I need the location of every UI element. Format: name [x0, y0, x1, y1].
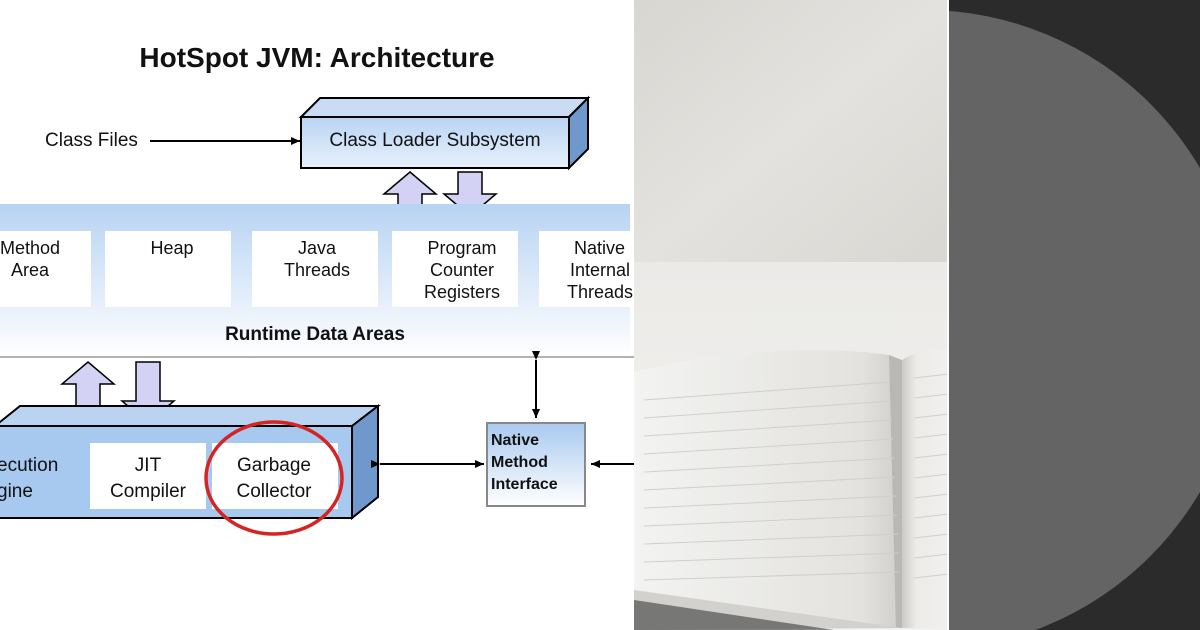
native-method-interface-label: Native Method Interface	[491, 432, 558, 493]
native-method-interface-box	[486, 422, 586, 507]
dark-decorative-panel	[949, 0, 1200, 630]
program-counter-label: Program Counter Registers	[423, 238, 501, 302]
execution-engine-label: ecution gine	[0, 455, 59, 502]
native-threads-label: Native Internal Threads	[567, 238, 634, 302]
class-loader-label: Class Loader Subsystem	[329, 130, 541, 151]
native-threads-cell	[539, 231, 634, 307]
java-threads-label: Java Threads	[283, 238, 351, 280]
class-files-label: Class Files	[45, 130, 138, 151]
execution-engine-box	[0, 403, 381, 521]
class-loader-box	[298, 95, 591, 171]
gc-highlight-circle	[204, 420, 344, 536]
open-book-illustration	[634, 0, 949, 630]
open-book-photo	[634, 0, 949, 630]
program-counter-cell	[392, 231, 518, 307]
diagram-shapes	[0, 95, 634, 536]
method-area-label: Method Area	[0, 238, 61, 280]
diagram-title: HotSpot JVM: Architecture	[139, 42, 495, 73]
method-area-cell	[0, 231, 91, 307]
runtime-data-areas-label: Runtime Data Areas	[225, 324, 405, 345]
jit-compiler-label: JIT Compiler	[109, 455, 187, 502]
decorative-circle-shape	[949, 11, 1200, 630]
jvm-architecture-diagram: HotSpot JVM: Architecture Class Files Cl…	[0, 42, 634, 536]
heap-label: Heap	[150, 238, 194, 258]
garbage-collector-label: Garbage Collector	[236, 455, 312, 502]
heap-cell	[105, 231, 231, 307]
java-threads-cell	[252, 231, 378, 307]
